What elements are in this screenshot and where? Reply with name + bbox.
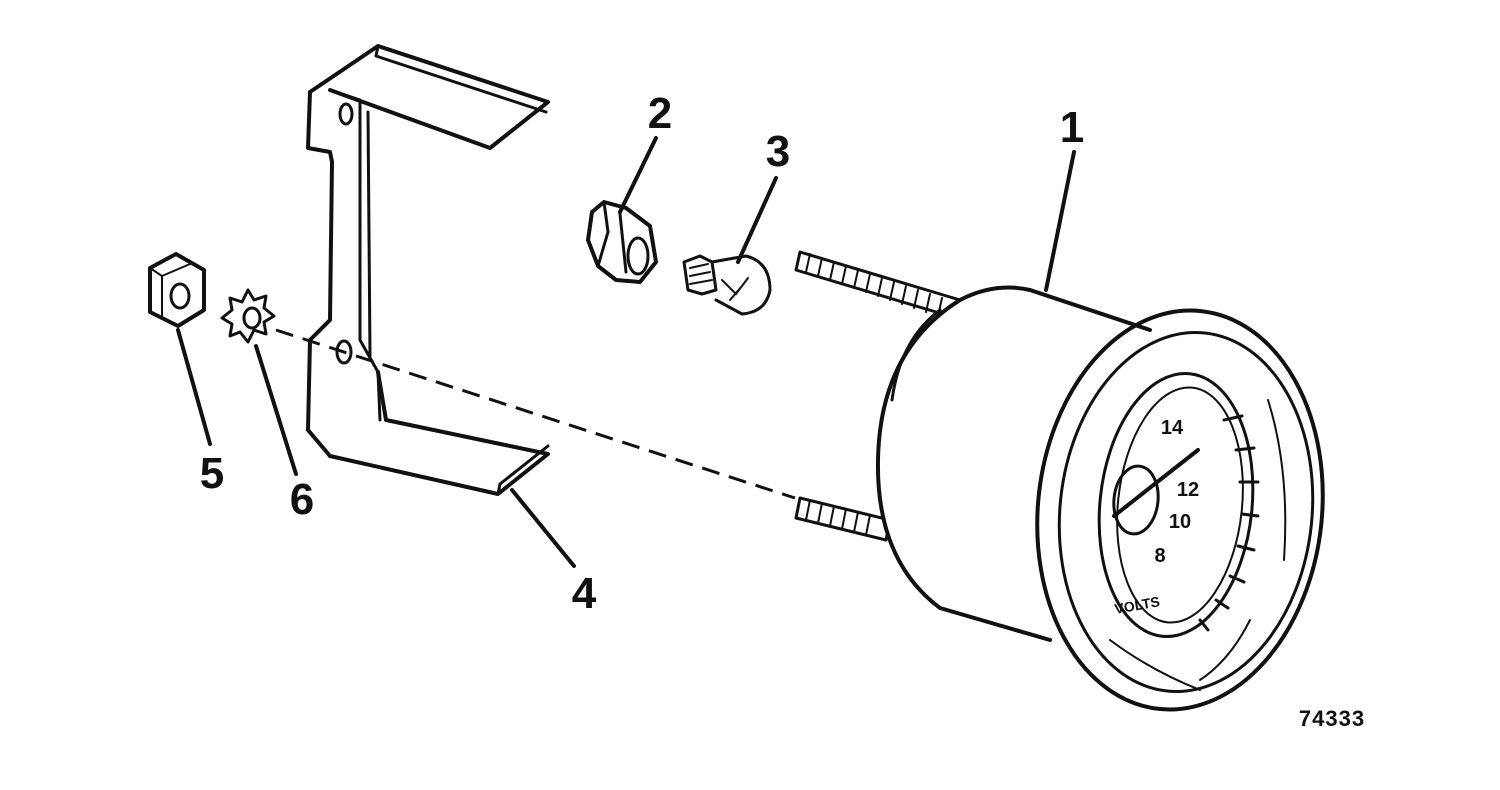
mounting-stud-upper xyxy=(794,250,962,320)
callout-1: 1 xyxy=(1060,103,1084,152)
leader-line-1 xyxy=(1044,150,1076,292)
assembly-line xyxy=(275,328,796,500)
callout-3: 3 xyxy=(766,127,790,176)
lamp-socket xyxy=(586,200,658,284)
dial-unit-label: VOLTS xyxy=(1113,593,1161,617)
callout-5: 5 xyxy=(200,449,224,498)
voltmeter-gauge xyxy=(875,285,1325,712)
callout-4: 4 xyxy=(572,569,597,618)
leader-line-4 xyxy=(510,488,576,568)
lock-washer xyxy=(220,288,276,344)
leader-line-6 xyxy=(254,344,298,476)
callout-2: 2 xyxy=(648,89,672,138)
light-bulb xyxy=(682,254,772,316)
dial-label-10: 10 xyxy=(1169,511,1191,533)
hex-nut xyxy=(148,252,206,328)
leader-line-2 xyxy=(618,136,658,214)
mounting-stud-lower xyxy=(794,496,892,542)
figure-number: 74333 xyxy=(1299,706,1365,731)
dial-label-8: 8 xyxy=(1154,545,1165,567)
mounting-bracket xyxy=(306,44,550,496)
dial-label-14: 14 xyxy=(1161,417,1184,439)
callout-6: 6 xyxy=(290,475,314,524)
leader-line-5 xyxy=(176,328,212,446)
dial-label-12: 12 xyxy=(1177,479,1199,501)
leader-line-3 xyxy=(736,176,778,264)
